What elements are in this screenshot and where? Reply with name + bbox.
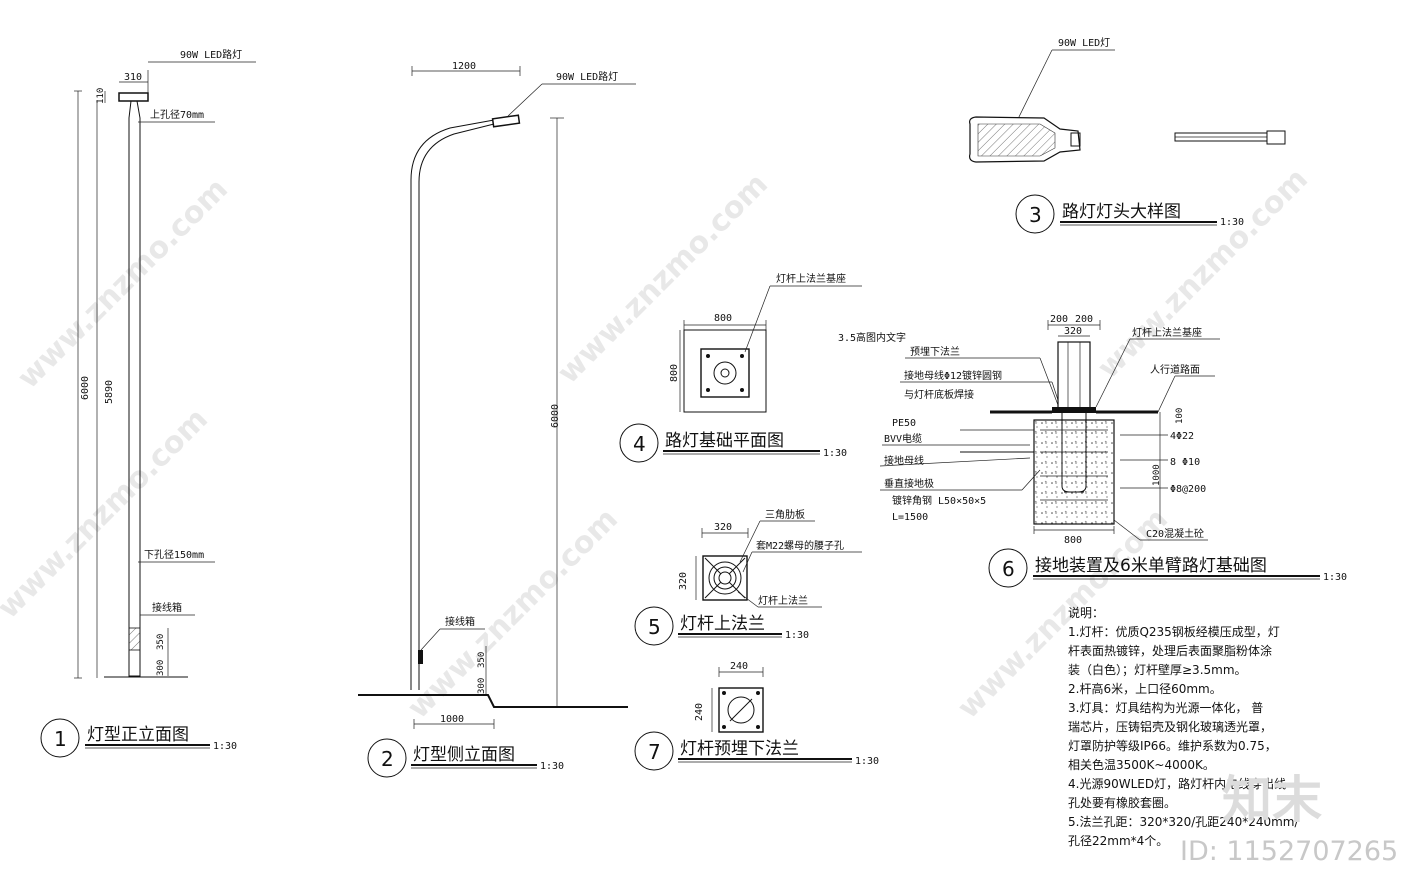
watermark-text: www.znzmo.com (401, 502, 625, 726)
base-label: 灯杆上法兰基座 (1132, 326, 1202, 339)
ground-wire-label-2: 与灯杆底板焊接 (904, 388, 974, 401)
note-line: 杆表面热镀锌，处理后表面聚脂粉体涂 (1068, 644, 1273, 658)
figure-1-front-elevation: 6000 5890 110 310 90W LED路灯 上孔径70mm 下孔径1… (40, 48, 256, 758)
road-surface-label: 人行道路面 (1150, 363, 1200, 376)
figure-title: 接地装置及6米单臂路灯基础图 (1035, 556, 1267, 576)
note-line: 灯罩防护等级IP66。维护系数为0.75， (1068, 739, 1277, 753)
figure-title: 灯型正立面图 (87, 725, 189, 745)
dim-width: 800 (714, 313, 732, 324)
lamp-label: 90W LED灯 (1058, 37, 1110, 49)
figure-scale: 1:30 (540, 761, 564, 772)
dim-head-height: 110 (96, 88, 106, 104)
lamp-label: 90W LED路灯 (556, 70, 618, 83)
note-line: 3.灯具：灯具结构为光源一体化， 普 (1068, 701, 1264, 715)
design-notes: 说明： 1.灯杆：优质Q235钢板经模压成型，灯 杆表面热镀锌，处理后表面聚脂粉… (1068, 604, 1358, 851)
dim-base-350: 350 (156, 634, 166, 650)
figure-number: 7 (648, 740, 661, 764)
image-id-label: ID: 1152707265 (1180, 836, 1399, 867)
figure-number: 4 (633, 432, 646, 456)
dim-width: 320 (714, 522, 732, 533)
note-line: 瑞芯片，压铸铝壳及钢化玻璃透光罩， (1068, 720, 1273, 734)
figure-4-foundation-plan: 800 200 200 800 灯杆上法兰基座 4 路灯基础平面图 1:30 (619, 272, 862, 463)
figure-title: 灯杆上法兰 (680, 614, 765, 634)
dim-base-350: 350 (477, 652, 487, 668)
note-line: 5.法兰孔距：320*320/孔距240*240mm/ (1068, 815, 1299, 829)
rebar-3: Φ8@200 (1170, 484, 1206, 495)
figure-number: 6 (1002, 557, 1015, 581)
rebar-2: 8 Φ10 (1170, 457, 1200, 468)
note-line: 2.杆高6米，上口径60mm。 (1068, 682, 1222, 696)
dim-800: 800 (1064, 535, 1082, 546)
figure-scale: 1:30 (823, 448, 847, 459)
dim-width: 240 (730, 661, 748, 672)
note-line: 装（白色）；灯杆壁厚≥3.5mm。 (1068, 663, 1247, 677)
figure-scale: 1:30 (213, 741, 237, 752)
dim-height: 320 (678, 572, 689, 590)
figure-3-lamp-head-detail: 90W LED灯 3 路灯灯头大样图 1:30 (969, 37, 1286, 234)
dim-lamp-width: 310 (124, 72, 142, 83)
note-line: 孔径22mm*4个。 (1068, 834, 1169, 848)
vertical-electrode-label: 垂直接地极 (884, 477, 934, 490)
note-line: 1.灯杆：优质Q235钢板经模压成型，灯 (1068, 625, 1280, 639)
watermark-text: www.znzmo.com (0, 402, 215, 626)
brand-watermark: 知末 (1222, 771, 1322, 829)
figure-number: 5 (648, 615, 661, 639)
watermark-text: www.znzmo.com (11, 172, 235, 396)
dim-200-left: 200 (1050, 314, 1068, 325)
note-line: 相关色温3500K~4000K。 (1068, 758, 1215, 772)
figure-title: 灯杆预埋下法兰 (680, 739, 799, 759)
dim-total-height: 6000 (80, 376, 91, 400)
dim-1000: 1000 (1152, 464, 1162, 486)
dim-base-width: 1000 (440, 714, 464, 725)
figure-5-upper-flange: 320 320 三角肋板 套M22螺母的腰子孔 灯杆上法兰 5 灯杆上法兰 1:… (634, 508, 862, 646)
dim-pole-height: 5890 (104, 380, 115, 404)
figure-number: 1 (54, 727, 67, 751)
bolt-slot-label: 套M22螺母的腰子孔 (756, 539, 844, 552)
ground-wire-label-1: 接地母线Φ12镀锌圆钢 (904, 369, 1002, 382)
figure-number: 3 (1029, 203, 1042, 227)
length-label: L=1500 (892, 512, 928, 523)
flange-label: 灯杆上法兰 (758, 594, 808, 607)
notes-heading: 说明： (1068, 606, 1105, 620)
pre-flange-label: 预埋下法兰 (910, 345, 960, 358)
bvv-label: BVV电缆 (884, 432, 922, 445)
junction-box-label: 接线箱 (152, 601, 182, 614)
note-line: 孔处要有橡胶套圈。 (1068, 796, 1177, 810)
figure-7-embedded-flange: 240 240 7 灯杆预埋下法兰 1:30 (634, 661, 879, 771)
dim-base-300: 300 (477, 678, 487, 694)
watermark-text: www.znzmo.com (1091, 162, 1315, 386)
figure-title: 灯型侧立面图 (413, 745, 515, 765)
dim-100: 100 (1175, 408, 1185, 424)
dim-height: 800 (669, 364, 680, 382)
lower-hole-label: 下孔径150mm (144, 548, 204, 561)
dim-200-right: 200 (1075, 314, 1093, 325)
note-line: 4.光源90WLED灯，路灯杆内电线穿出线 (1068, 777, 1287, 791)
figure-6-grounding-foundation: 200 200 320 3.5高图内文字 预埋下法兰 接地母线Φ12镀锌圆钢 与… (838, 314, 1347, 588)
rebar-1: 4Φ22 (1170, 431, 1194, 442)
pe-label: PE50 (892, 418, 916, 429)
figure-title: 路灯基础平面图 (665, 431, 784, 451)
figure-2-side-elevation: 1200 90W LED路灯 6000 接线箱 300 350 1000 2 灯… (358, 61, 636, 778)
ground-bus-label: 接地母线 (884, 454, 924, 467)
dim-pole-height: 6000 (550, 404, 561, 428)
figure-scale: 1:30 (1220, 217, 1244, 228)
figure-scale: 1:30 (1323, 572, 1347, 583)
figure-scale: 1:30 (785, 630, 809, 641)
junction-box-label: 接线箱 (445, 615, 475, 628)
dim-base-300: 300 (156, 660, 166, 676)
upper-hole-label: 上孔径70mm (150, 108, 204, 121)
lamp-label: 90W LED路灯 (180, 48, 242, 61)
text-size-note: 3.5高图内文字 (838, 331, 906, 344)
dim-arm-length: 1200 (452, 61, 476, 72)
rib-label: 三角肋板 (765, 508, 805, 521)
dim-height: 240 (694, 703, 705, 721)
figure-title: 路灯灯头大样图 (1062, 202, 1181, 222)
figure-scale: 1:30 (855, 756, 879, 767)
dim-320: 320 (1064, 326, 1082, 337)
base-label: 灯杆上法兰基座 (776, 272, 846, 285)
angle-steel-label: 镀锌角钢 L50×50×5 (892, 494, 986, 507)
figure-number: 2 (381, 747, 394, 771)
concrete-label: C20混凝土砼 (1146, 527, 1204, 540)
